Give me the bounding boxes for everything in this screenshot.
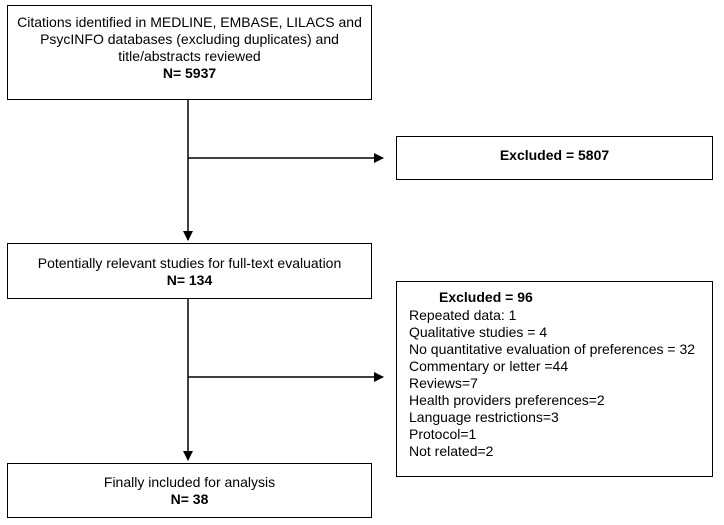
relevant-count: N= 134: [166, 272, 213, 288]
exclusion-reason: Language restrictions=3: [409, 409, 559, 425]
included-line-1: Finally included for analysis: [103, 474, 276, 490]
excluded-box-1: Excluded = 5807: [396, 136, 713, 180]
exclusion-reason: No quantitative evaluation of preference…: [409, 341, 696, 357]
included-box: Finally included for analysis N= 38: [7, 463, 372, 518]
exclusion-reason: Reviews=7: [409, 375, 478, 391]
exclusion-reason: Not related=2: [409, 443, 494, 459]
excluded-1-title: Excluded = 5807: [499, 147, 610, 163]
identified-line-1: Citations identified in MEDLINE, EMBASE,…: [17, 14, 362, 30]
exclusion-reason: Repeated data: 1: [409, 307, 517, 323]
identified-box: Citations identified in MEDLINE, EMBASE,…: [7, 5, 372, 100]
exclusion-reason: Qualitative studies = 4: [409, 324, 548, 340]
identified-count: N= 5937: [162, 65, 217, 81]
exclusion-reason: Commentary or letter =44: [409, 358, 569, 374]
exclusion-reason: Health providers preferences=2: [409, 392, 605, 408]
identified-line-3: title/abstracts reviewed: [118, 48, 261, 64]
relevant-line-1: Potentially relevant studies for full-te…: [37, 255, 342, 271]
relevant-box: Potentially relevant studies for full-te…: [7, 243, 372, 299]
identified-line-2: PsycINFO databases (excluding duplicates…: [40, 31, 339, 47]
excluded-box-2: Excluded = 96 Repeated data: 1 Qualitati…: [396, 281, 713, 477]
exclusion-reason: Protocol=1: [409, 426, 477, 442]
included-count: N= 38: [170, 491, 209, 507]
excluded-2-title: Excluded = 96: [439, 289, 533, 305]
